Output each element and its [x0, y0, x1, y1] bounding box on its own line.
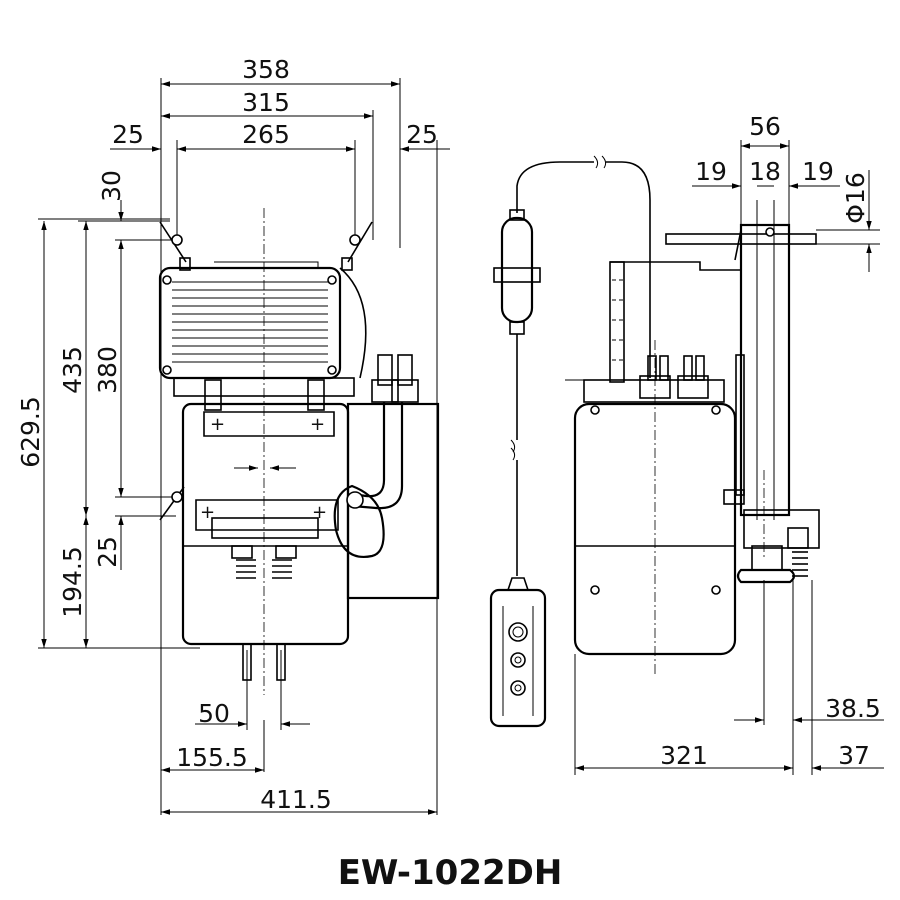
svg-text:+: + [210, 414, 225, 435]
dim-38-5: 38.5 [825, 694, 881, 723]
dim-435: 435 [58, 346, 87, 394]
svg-text:+: + [310, 414, 325, 435]
dim-194-5: 194.5 [58, 546, 87, 618]
dim-155-5: 155.5 [176, 743, 248, 772]
side-fins [612, 279, 624, 361]
dim-18: 18 [749, 157, 781, 186]
side-view [565, 200, 820, 676]
dim-25-left: 25 [112, 120, 144, 149]
spring-right [272, 559, 292, 579]
side-view-dimensions [574, 140, 884, 775]
dim-19-left: 19 [695, 157, 727, 186]
dim-315: 315 [242, 88, 290, 117]
dim-phi16: Φ16 [841, 172, 870, 224]
front-view: + + + + [38, 78, 450, 815]
dim-30: 30 [97, 170, 126, 202]
model-title: EW-1022DH [338, 853, 563, 893]
spring-left [236, 559, 256, 579]
dim-37: 37 [838, 741, 870, 770]
dim-321: 321 [660, 741, 708, 770]
svg-text:+: + [312, 502, 327, 523]
dim-629-5: 629.5 [16, 396, 45, 468]
dim-25-right: 25 [406, 120, 438, 149]
pendant-switch [489, 155, 651, 728]
dim-50: 50 [198, 699, 230, 728]
dim-25-bottom: 25 [93, 536, 122, 568]
dim-56: 56 [749, 112, 781, 141]
dim-411-5: 411.5 [260, 785, 332, 814]
dim-265: 265 [242, 120, 290, 149]
dim-358: 358 [242, 55, 290, 84]
dim-380: 380 [93, 346, 122, 394]
motor-cooling-fins [172, 281, 328, 363]
side-spring [792, 551, 808, 577]
svg-text:+: + [200, 502, 215, 523]
dim-19-right: 19 [802, 157, 834, 186]
